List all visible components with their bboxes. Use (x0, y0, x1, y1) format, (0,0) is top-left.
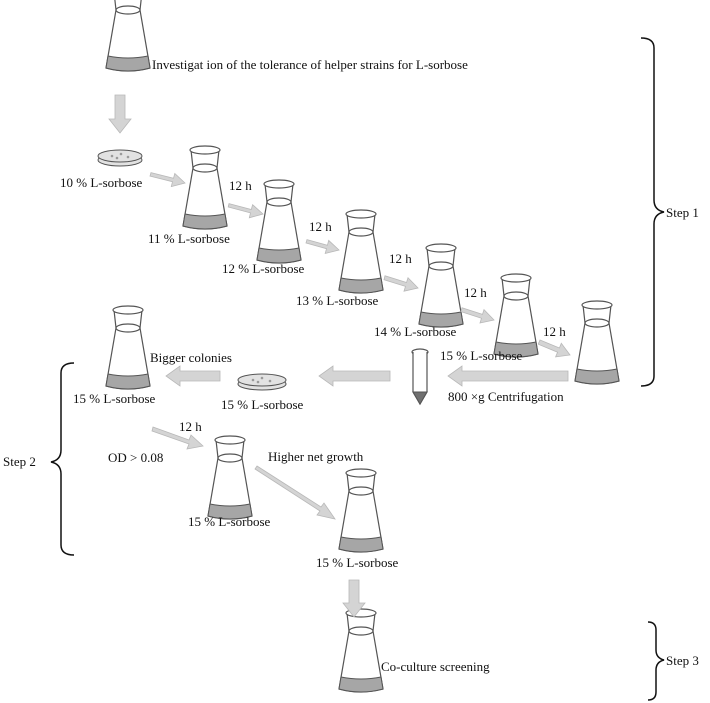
od-label: OD > 0.08 (108, 450, 163, 465)
arrow-5 (460, 307, 495, 324)
arrow-diag-2 (254, 465, 336, 520)
arrow-1 (149, 172, 186, 188)
petri-dish-10-percent (97, 149, 143, 167)
flask-15-percent-d (338, 468, 384, 553)
flask-15-percent-a (493, 273, 539, 358)
time-label-6: 12 h (179, 419, 202, 434)
flask-15c-label: 15 % L-sorbose (188, 514, 271, 529)
flask-12-label: 12 % L-sorbose (222, 261, 305, 276)
flask-12-percent (256, 179, 302, 264)
arrow-diag-1 (151, 426, 204, 450)
flask-14-percent (418, 243, 464, 328)
flask-14-label: 14 % L-sorbose (374, 324, 457, 339)
arrow-left-3 (165, 365, 221, 387)
step2-label: Step 2 (3, 454, 36, 469)
time-label-5: 12 h (543, 324, 566, 339)
arrow-left-1 (447, 365, 569, 387)
arrow-down-2 (342, 579, 366, 618)
flask-15a-label: 15 % L-sorbose (440, 348, 523, 363)
arrow-4 (383, 275, 419, 292)
arrow-3 (305, 239, 340, 255)
flask-15d-label: 15 % L-sorbose (316, 555, 399, 570)
dish-15-label: 15 % L-sorbose (221, 397, 304, 412)
step3-label: Step 3 (666, 653, 699, 668)
investigation-label: Investigat ion of the tolerance of helpe… (152, 57, 468, 72)
step2-bracket (50, 362, 75, 556)
higher-growth-label: Higher net growth (268, 449, 364, 464)
centrifugation-label: 800 ×g Centrifugation (448, 389, 564, 404)
coculture-flask (338, 608, 384, 693)
flask-11-label: 11 % L-sorbose (148, 231, 230, 246)
flask-13-percent (338, 209, 384, 294)
flask-11-percent (182, 145, 228, 230)
step1-label: Step 1 (666, 205, 699, 220)
flask-12h-end (574, 300, 620, 385)
arrow-down-1 (108, 94, 132, 134)
time-label-3: 12 h (389, 251, 412, 266)
flask-13-label: 13 % L-sorbose (296, 293, 379, 308)
arrow-2 (227, 203, 264, 219)
flask-15-percent-b (105, 305, 151, 390)
dish-10-label: 10 % L-sorbose (60, 175, 143, 190)
flask-15-percent-c (207, 435, 253, 520)
arrow-6 (537, 339, 571, 358)
start-flask (105, 0, 151, 72)
centrifuge-tube (411, 348, 429, 406)
flask-15b-label: 15 % L-sorbose (73, 391, 156, 406)
step1-bracket (640, 37, 665, 387)
coculture-label: Co-culture screening (381, 659, 490, 674)
time-label-1: 12 h (229, 178, 252, 193)
petri-dish-15-percent (237, 373, 287, 391)
bigger-colonies-label: Bigger colonies (150, 350, 232, 365)
step3-bracket (647, 621, 665, 701)
time-label-4: 12 h (464, 285, 487, 300)
arrow-left-2 (318, 365, 391, 387)
time-label-2: 12 h (309, 219, 332, 234)
